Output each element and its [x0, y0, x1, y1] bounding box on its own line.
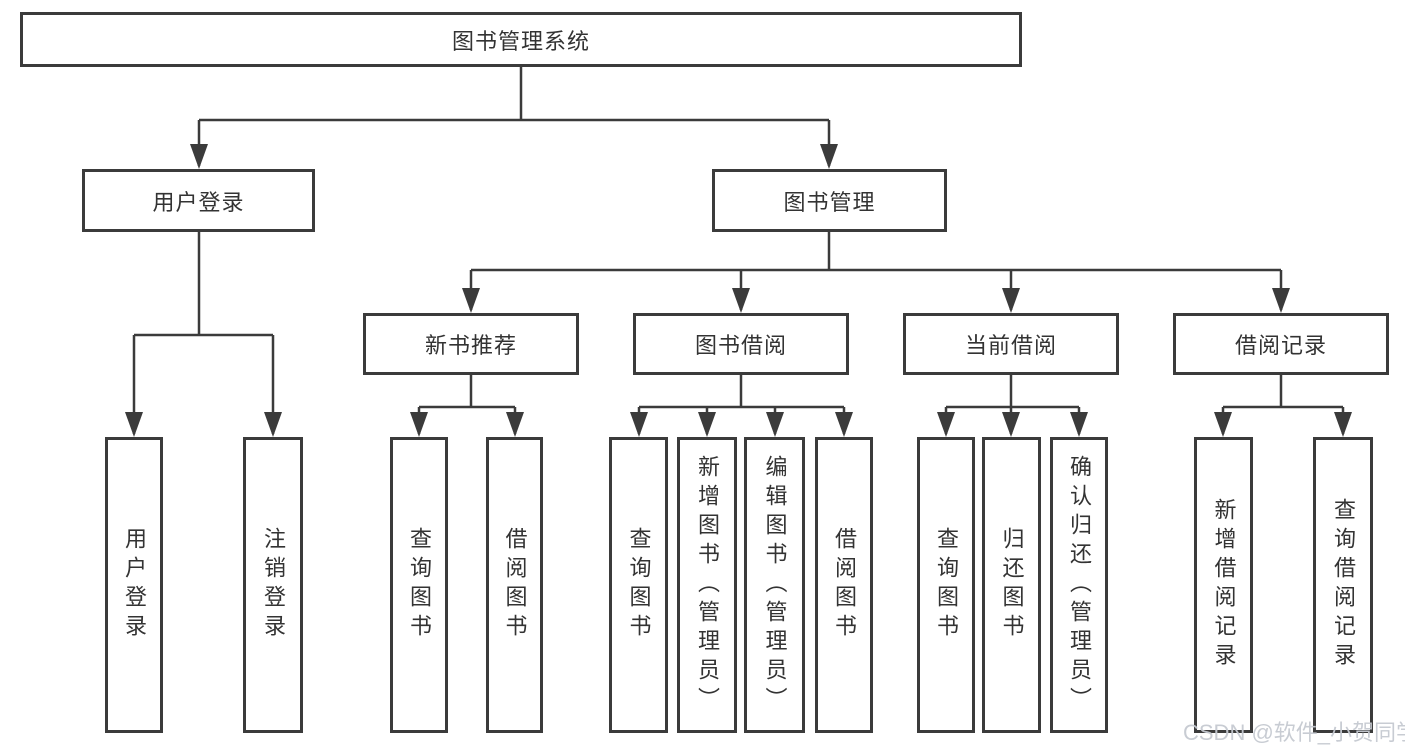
node-label: 用户登录	[152, 189, 245, 215]
arrowhead	[1334, 412, 1352, 437]
node-borrowing-records: 借阅记录	[1173, 313, 1389, 375]
node-label: 查询图书	[934, 527, 959, 643]
arrowhead	[732, 288, 750, 313]
leaf-query-books-recommend: 查询图书	[390, 437, 448, 733]
node-label: 查询借阅记录	[1331, 498, 1356, 672]
node-label: 图书借阅	[694, 333, 787, 358]
leaf-user-login: 用户登录	[105, 437, 163, 733]
leaf-confirm-return-admin: 确认归还（管理员）	[1050, 437, 1108, 733]
node-label: 查询图书	[626, 527, 652, 643]
node-label: 图书管理	[783, 189, 876, 215]
node-current-borrowing: 当前借阅	[903, 313, 1119, 375]
connector-recommend-to-leaves	[417, 375, 517, 434]
leaf-edit-books-admin: 编辑图书（管理员）	[744, 437, 805, 733]
node-label: 确认归还（管理员）	[1067, 454, 1092, 716]
node-label: 借阅图书	[832, 527, 857, 643]
leaf-logout: 注销登录	[243, 437, 303, 733]
node-label: 借阅记录	[1234, 333, 1327, 358]
arrowhead	[766, 412, 784, 437]
leaf-query-books-current: 查询图书	[917, 437, 975, 733]
csdn-watermark: CSDN @软件_小贺同学	[1183, 720, 1405, 745]
node-label: 新增借阅记录	[1211, 498, 1237, 672]
node-label: 归还图书	[999, 527, 1025, 643]
leaf-query-borrow-record: 查询借阅记录	[1313, 437, 1373, 733]
leaf-borrow-books-recommend: 借阅图书	[486, 437, 543, 733]
node-library-management-system: 图书管理系统	[20, 12, 1022, 67]
node-label: 注销登录	[261, 527, 286, 643]
node-label: 借阅图书	[502, 527, 528, 643]
arrowhead	[506, 412, 524, 437]
node-label: 查询图书	[407, 527, 432, 643]
arrowhead	[125, 412, 143, 437]
arrowhead	[1002, 288, 1020, 313]
arrowhead	[1002, 412, 1020, 437]
arrowhead	[835, 412, 853, 437]
node-label: 编辑图书（管理员）	[762, 454, 788, 716]
arrowhead	[462, 288, 480, 313]
arrowhead	[1070, 412, 1088, 437]
node-book-management: 图书管理	[712, 169, 947, 232]
node-new-book-recommend: 新书推荐	[363, 313, 579, 375]
arrowhead	[630, 412, 648, 437]
connector-login-to-leaves	[132, 232, 275, 434]
node-label: 用户登录	[122, 527, 147, 643]
node-book-borrowing: 图书借阅	[633, 313, 849, 375]
leaf-query-books-borrow: 查询图书	[609, 437, 668, 733]
arrowhead	[698, 412, 716, 437]
connector-records-to-leaves	[1221, 375, 1345, 434]
connector-books-to-level3	[469, 232, 1283, 310]
arrowhead	[937, 412, 955, 437]
node-label: 当前借阅	[964, 333, 1057, 358]
arrowhead	[410, 412, 428, 437]
arrowhead	[190, 144, 208, 169]
node-user-login: 用户登录	[82, 169, 315, 232]
arrowhead	[264, 412, 282, 437]
leaf-add-borrow-record: 新增借阅记录	[1194, 437, 1253, 733]
node-label: 新书推荐	[424, 333, 517, 358]
arrowhead	[820, 144, 838, 169]
node-label: 新增图书（管理员）	[695, 454, 720, 716]
arrowhead	[1272, 288, 1290, 313]
leaf-add-books-admin: 新增图书（管理员）	[677, 437, 737, 733]
connector-root-to-level2	[197, 67, 831, 166]
leaf-return-books: 归还图书	[982, 437, 1041, 733]
arrowhead	[1214, 412, 1232, 437]
node-label: 图书管理系统	[451, 28, 590, 54]
leaf-borrow-books: 借阅图书	[815, 437, 873, 733]
connector-borrow-to-leaves	[637, 375, 846, 434]
